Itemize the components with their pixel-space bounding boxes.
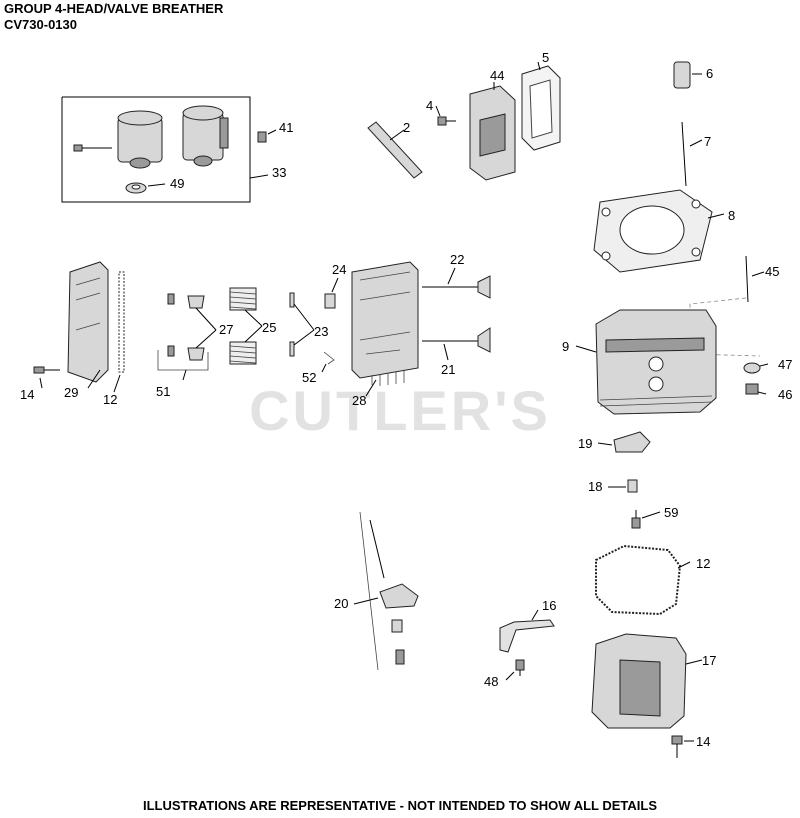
callout-48: 48: [484, 674, 498, 689]
stud-washer: [743, 362, 769, 374]
callout-5: 5: [542, 50, 549, 65]
callout-46: 46: [778, 387, 792, 402]
disclaimer-footer: ILLUSTRATIONS ARE REPRESENTATIVE - NOT I…: [143, 798, 657, 813]
breather-cover: [469, 82, 516, 181]
callout-12-left: 12: [103, 392, 117, 407]
valve-cover-bolt: [671, 735, 694, 758]
valve-spring-group: [157, 277, 339, 381]
intake-valve: [422, 327, 491, 361]
callout-22: 22: [450, 252, 464, 267]
callout-41: 41: [279, 120, 293, 135]
callout-4: 4: [426, 98, 433, 113]
bracket-bolt: [505, 659, 525, 681]
callout-59: 59: [664, 505, 678, 520]
diagram-title: GROUP 4-HEAD/VALVE BREATHER: [4, 1, 224, 16]
callout-12-right: 12: [696, 556, 710, 571]
callout-7: 7: [704, 134, 711, 149]
head-gasket: [593, 189, 725, 273]
callout-2: 2: [403, 120, 410, 135]
callout-47: 47: [778, 357, 792, 372]
callout-18: 18: [588, 479, 602, 494]
callout-51: 51: [156, 384, 170, 399]
callout-9: 9: [562, 339, 569, 354]
stud-nut: [745, 383, 767, 395]
cylinder-head: [575, 309, 717, 415]
callout-27: 27: [219, 322, 233, 337]
push-rod-tube: [367, 121, 423, 179]
callout-8: 8: [728, 208, 735, 223]
callout-21: 21: [441, 362, 455, 377]
callout-23: 23: [314, 324, 328, 339]
exhaust-valve: [422, 267, 491, 299]
callout-28: 28: [352, 393, 366, 408]
cylinder-head-side: [351, 261, 419, 397]
valve-cover: [591, 633, 703, 729]
head-stud: [689, 255, 765, 357]
breather-gasket: [521, 61, 561, 151]
breather-cover-bolt: [435, 105, 456, 126]
callout-24: 24: [332, 262, 346, 277]
rocker-stud-right: [631, 510, 661, 529]
callout-16: 16: [542, 598, 556, 613]
callout-52: 52: [302, 370, 316, 385]
valve-spring-upper: [229, 287, 257, 311]
callout-29: 29: [64, 385, 78, 400]
breather-kit-box: [61, 96, 277, 203]
bracket: [499, 609, 555, 653]
callout-25: 25: [262, 320, 276, 335]
callout-14-left: 14: [20, 387, 34, 402]
watermark: CUTLER'S: [249, 379, 551, 442]
callout-44: 44: [490, 68, 504, 83]
callout-17: 17: [702, 653, 716, 668]
rocker-arm-right: [597, 431, 651, 453]
push-rod: [681, 121, 703, 187]
pivot-right: [608, 479, 638, 493]
callout-49: 49: [170, 176, 184, 191]
left-valve-cover-group: [33, 261, 125, 393]
callout-6: 6: [706, 66, 713, 81]
valve-cover-gasket: [595, 544, 691, 616]
valve-spring-lower: [229, 341, 257, 365]
callout-20: 20: [334, 596, 348, 611]
callout-19: 19: [578, 436, 592, 451]
callout-33: 33: [272, 165, 286, 180]
spark-plug-adapter: [673, 61, 702, 89]
rocker-assembly-left: [353, 511, 419, 671]
callout-45: 45: [765, 264, 779, 279]
model-number: CV730-0130: [4, 17, 77, 32]
callout-14-right: 14: [696, 734, 710, 749]
